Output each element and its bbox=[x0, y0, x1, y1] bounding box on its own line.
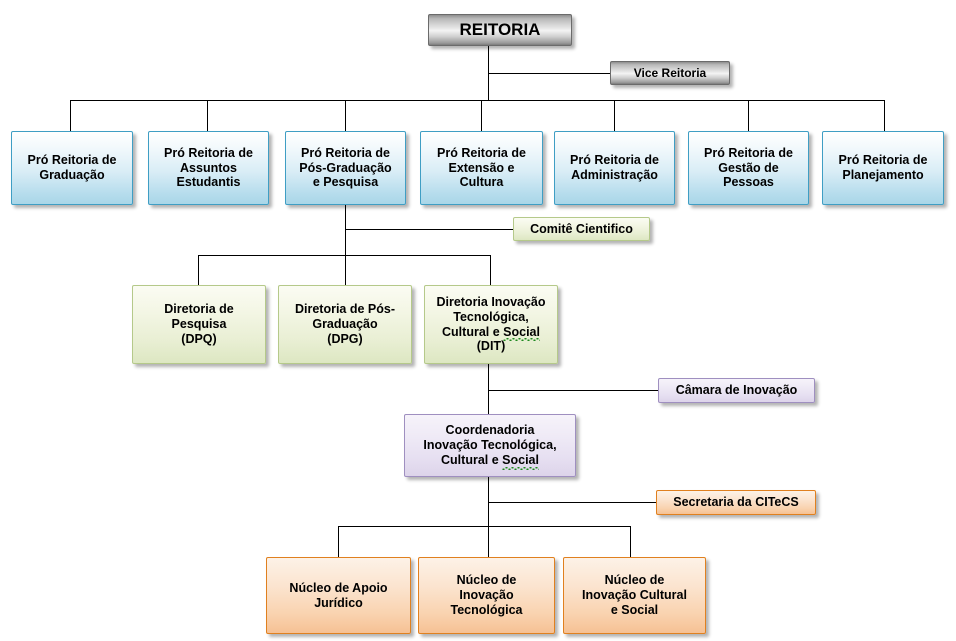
connector-posgrad-stem bbox=[345, 205, 346, 285]
node-vice-reitoria-label: Vice Reitoria bbox=[633, 65, 707, 80]
node-camara-inovacao-label: Câmara de Inovação bbox=[675, 383, 798, 398]
node-dit-line2: Tecnológica, bbox=[453, 309, 529, 324]
node-comite-cientifico[interactable]: Comitê Cientifico bbox=[513, 217, 650, 241]
connector-drop-pr1 bbox=[70, 100, 71, 131]
connector-dit-stem bbox=[488, 364, 489, 414]
node-dit-label: Diretoria Inovação Tecnológica, Cultural… bbox=[428, 295, 554, 354]
node-coordenadoria-label: Coordenadoria Inovação Tecnológica, Cult… bbox=[408, 423, 572, 470]
connector-camara-inovacao bbox=[488, 390, 658, 391]
connector-drop-pr3 bbox=[345, 100, 346, 131]
connector-drop-pr2 bbox=[207, 100, 208, 131]
node-coordenadoria-line3-prefix: Cultural e bbox=[441, 452, 503, 467]
connector-vice-reitoria bbox=[488, 73, 610, 74]
connector-drop-nucleo1 bbox=[338, 526, 339, 557]
node-dit-line1: Diretoria Inovação bbox=[436, 295, 546, 309]
connector-pro-reitoria-bus bbox=[70, 100, 885, 101]
node-coordenadoria-inovacao[interactable]: Coordenadoria Inovação Tecnológica, Cult… bbox=[404, 414, 576, 477]
node-diretoria-pos-graduacao-label: Diretoria de Pós-Graduação(DPG) bbox=[294, 302, 396, 346]
node-dit-line4: (DIT) bbox=[476, 339, 506, 354]
connector-secretaria-citecs bbox=[488, 502, 656, 503]
connector-nucleo-bus bbox=[338, 526, 630, 527]
connector-drop-dit bbox=[490, 255, 491, 285]
node-secretaria-citecs[interactable]: Secretaria da CITeCS bbox=[656, 490, 816, 515]
node-coordenadoria-line3-flagged: Social bbox=[502, 452, 539, 470]
node-reitoria-label: REITORIA bbox=[459, 19, 541, 39]
node-reitoria[interactable]: REITORIA bbox=[428, 14, 572, 46]
node-camara-inovacao[interactable]: Câmara de Inovação bbox=[658, 378, 815, 403]
connector-coordenadoria-stem bbox=[488, 477, 489, 557]
connector-drop-nucleo3 bbox=[630, 526, 631, 557]
connector-drop-pr7 bbox=[884, 100, 885, 131]
node-secretaria-citecs-label: Secretaria da CITeCS bbox=[673, 495, 799, 510]
connector-comite-cientifico bbox=[345, 229, 513, 230]
connector-drop-dpq bbox=[198, 255, 199, 285]
node-dit-line3-prefix: Cultural e bbox=[442, 324, 504, 339]
connector-drop-pr6 bbox=[748, 100, 749, 131]
connector-diretoria-bus bbox=[198, 255, 490, 256]
connector-drop-pr5 bbox=[614, 100, 615, 131]
node-coordenadoria-line1: Coordenadoria bbox=[445, 423, 535, 438]
connector-drop-pr4 bbox=[481, 100, 482, 131]
node-diretoria-pos-graduacao[interactable]: Diretoria de Pós-Graduação(DPG) bbox=[278, 285, 412, 364]
node-coordenadoria-line2: Inovação Tecnológica, bbox=[423, 438, 557, 453]
node-comite-cientifico-label: Comitê Cientifico bbox=[530, 221, 633, 236]
node-vice-reitoria[interactable]: Vice Reitoria bbox=[610, 61, 730, 85]
node-diretoria-inovacao-tecnologica-cultural-social[interactable]: Diretoria Inovação Tecnológica, Cultural… bbox=[424, 285, 558, 364]
node-dit-line3-flagged: Social bbox=[503, 324, 540, 341]
